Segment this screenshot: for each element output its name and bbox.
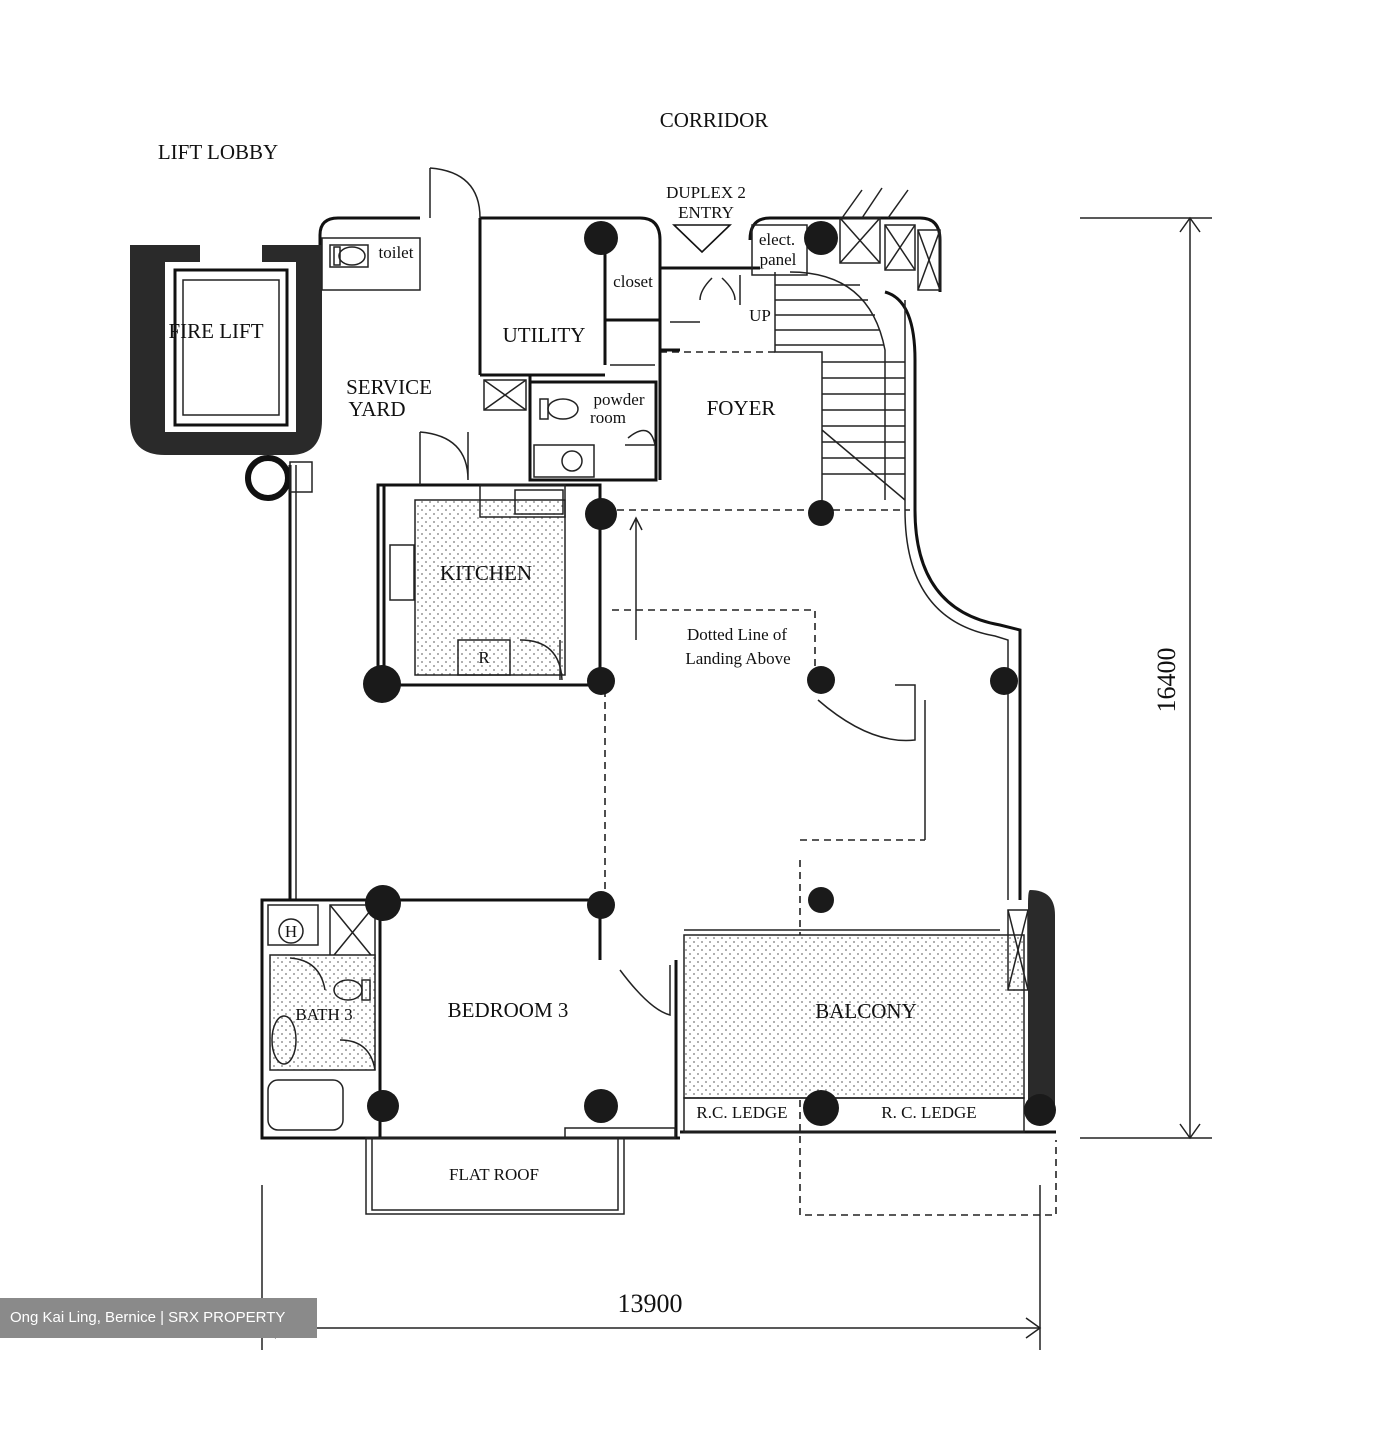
height-dimension-label: 16400 — [1152, 648, 1181, 713]
service-yard-label-1: SERVICE — [346, 375, 432, 399]
bath3-label: BATH 3 — [295, 1005, 352, 1024]
corridor-label: CORRIDOR — [660, 108, 769, 132]
service-yard-label-2: YARD — [348, 397, 405, 421]
powder-room-label-2: room — [590, 408, 626, 427]
lift-lobby-label: LIFT LOBBY — [158, 140, 278, 164]
heater-icon — [278, 918, 304, 944]
bath3-toilet-icon — [333, 979, 371, 1001]
balcony-label: BALCONY — [815, 999, 917, 1023]
fridge-label: R — [478, 648, 490, 667]
closet-label: closet — [613, 272, 653, 291]
foyer-label: FOYER — [707, 396, 776, 420]
kitchen-label: KITCHEN — [440, 561, 532, 585]
elect-panel-label-1: elect. — [759, 230, 795, 249]
landing-outline — [604, 509, 1057, 1216]
powder-room-label-1: powder — [594, 390, 645, 409]
duplex-entry-label-2: ENTRY — [678, 203, 734, 222]
rc-ledge-right-label: R. C. LEDGE — [881, 1103, 976, 1122]
fire-lift — [130, 245, 322, 501]
dotted-note-label-1: Dotted Line of — [687, 625, 787, 644]
toilet-label: toilet — [379, 243, 414, 262]
bedroom3-label: BEDROOM 3 — [448, 998, 569, 1022]
rc-ledge-left-label: R.C. LEDGE — [696, 1103, 787, 1122]
dimension-height — [1080, 216, 1212, 1140]
columns — [363, 221, 1056, 1126]
kitchen-block — [376, 431, 602, 687]
width-dimension-label: 13900 — [618, 1289, 683, 1318]
elect-panel-label-2: panel — [760, 250, 797, 269]
up-label: UP — [749, 306, 771, 325]
bath3-block — [260, 898, 678, 1215]
balcony-block — [683, 890, 1055, 1133]
staircase — [774, 271, 906, 510]
duplex-entry-label-1: DUPLEX 2 — [666, 183, 746, 202]
watermark-banner: Ong Kai Ling, Bernice | SRX PROPERTY — [0, 1298, 317, 1338]
toilet-icon — [333, 246, 366, 266]
entry-arrow-icon — [672, 224, 732, 254]
dotted-note-label-2: Landing Above — [685, 649, 790, 668]
utility-label: UTILITY — [503, 323, 586, 347]
powder-toilet-icon — [539, 398, 579, 420]
fire-lift-label: FIRE LIFT — [168, 319, 263, 343]
interior-walls — [321, 167, 941, 482]
flat-roof-label: FLAT ROOF — [449, 1165, 539, 1184]
heater-label: H — [285, 922, 297, 941]
